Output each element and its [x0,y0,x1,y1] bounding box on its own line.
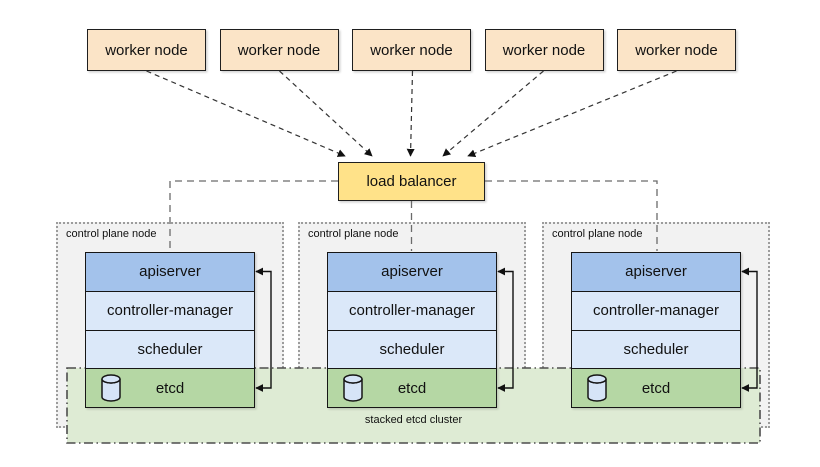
controller-manager-label: controller-manager [593,302,719,320]
worker-node-box: worker node [617,29,736,71]
worker-node-box: worker node [352,29,471,71]
scheduler-box: scheduler [328,329,496,369]
control-plane-stack: apiserver controller-manager scheduler e… [571,252,741,408]
etcd-box: etcd [572,368,740,407]
etcd-box: etcd [86,368,254,407]
etcd-label: etcd [641,379,671,397]
apiserver-label: apiserver [625,263,687,281]
database-cylinder-icon [101,374,121,402]
worker-node-label: worker node [370,41,453,59]
control-plane-stack: apiserver controller-manager scheduler e… [85,252,255,408]
controller-manager-label: controller-manager [107,302,233,320]
load-balancer-label: load balancer [366,173,457,190]
scheduler-box: scheduler [86,329,254,369]
apiserver-label: apiserver [139,263,201,281]
worker-node-label: worker node [502,41,586,59]
scheduler-label: scheduler [137,340,203,358]
apiserver-box: apiserver [86,253,254,291]
apiserver-box: apiserver [572,253,740,291]
etcd-label: etcd [397,379,427,397]
scheduler-label: scheduler [623,340,689,358]
load-balancer-box: load balancer [338,162,485,201]
worker-node-box: worker node [219,29,339,71]
apiserver-label: apiserver [381,263,443,281]
control-plane-node-label: control plane node [66,228,157,240]
controller-manager-box: controller-manager [572,290,740,330]
database-cylinder-icon [343,374,363,402]
worker-node-box: worker node [87,29,206,71]
worker-node-label: worker node [635,41,718,59]
stacked-etcd-cluster-label: stacked etcd cluster [364,414,463,426]
etcd-box: etcd [328,368,496,407]
controller-manager-label: controller-manager [349,302,475,320]
worker-node-label: worker node [237,41,321,59]
worker-node-box: worker node [484,29,604,71]
apiserver-box: apiserver [328,253,496,291]
etcd-label: etcd [155,379,185,397]
worker-node-label: worker node [105,41,188,59]
control-plane-stack: apiserver controller-manager scheduler e… [327,252,497,408]
scheduler-label: scheduler [379,340,445,358]
controller-manager-box: controller-manager [86,290,254,330]
controller-manager-box: controller-manager [328,290,496,330]
scheduler-box: scheduler [572,329,740,369]
database-cylinder-icon [587,374,607,402]
